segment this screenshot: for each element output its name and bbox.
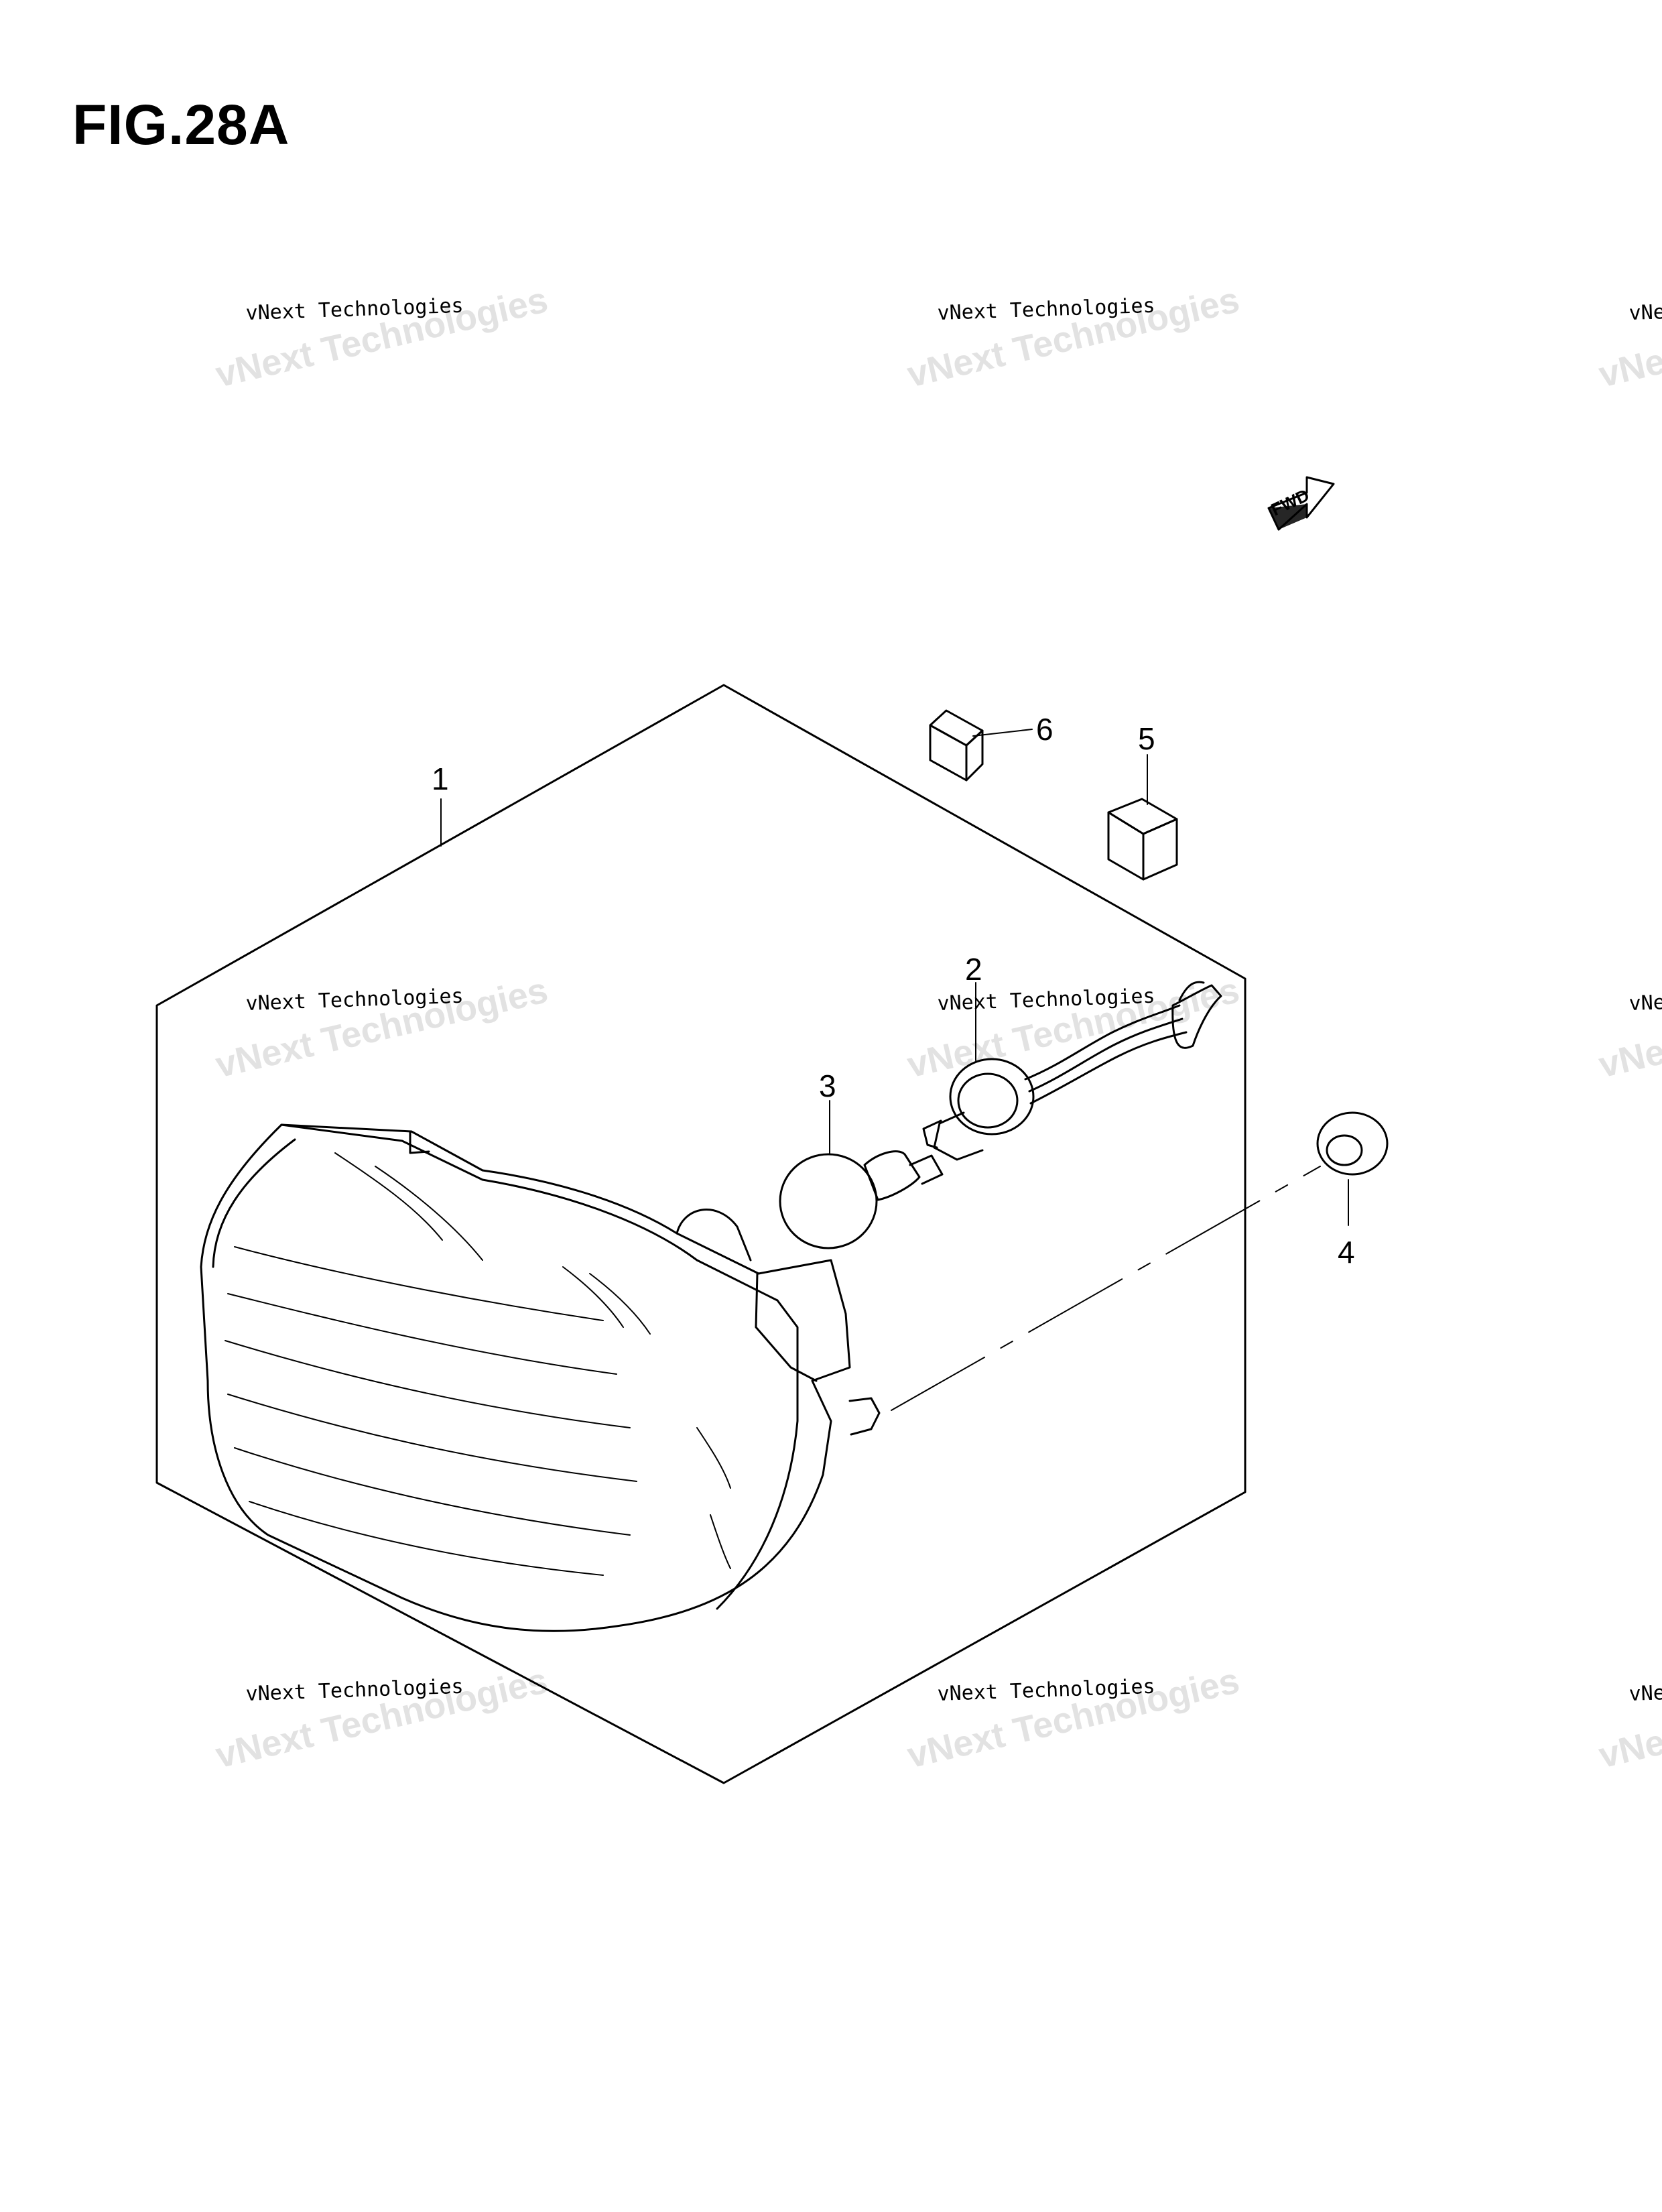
callout-4: 4: [1338, 1235, 1355, 1270]
part-6-block: [929, 709, 984, 782]
callout-1: 1: [432, 761, 449, 796]
part-1-taillight-housing: [200, 1123, 881, 1632]
part-2-socket: [922, 981, 1222, 1161]
figure-title: FIG.28A: [72, 93, 290, 156]
callout-3: 3: [819, 1068, 836, 1103]
part-5-block: [1107, 798, 1178, 881]
callout-5: 5: [1138, 721, 1155, 756]
part-4-grommet: [1316, 1111, 1389, 1176]
assembly-outline: [155, 684, 1246, 1784]
callout-6: 6: [1036, 712, 1053, 747]
callout-2: 2: [965, 952, 982, 987]
fwd-arrow-icon: FWD: [1267, 476, 1335, 531]
part-3-bulb: [779, 1150, 944, 1249]
callout-6-leader: [972, 729, 1033, 737]
lens-ridges: [225, 1152, 731, 1576]
assembly-guide-line: [891, 1166, 1321, 1411]
